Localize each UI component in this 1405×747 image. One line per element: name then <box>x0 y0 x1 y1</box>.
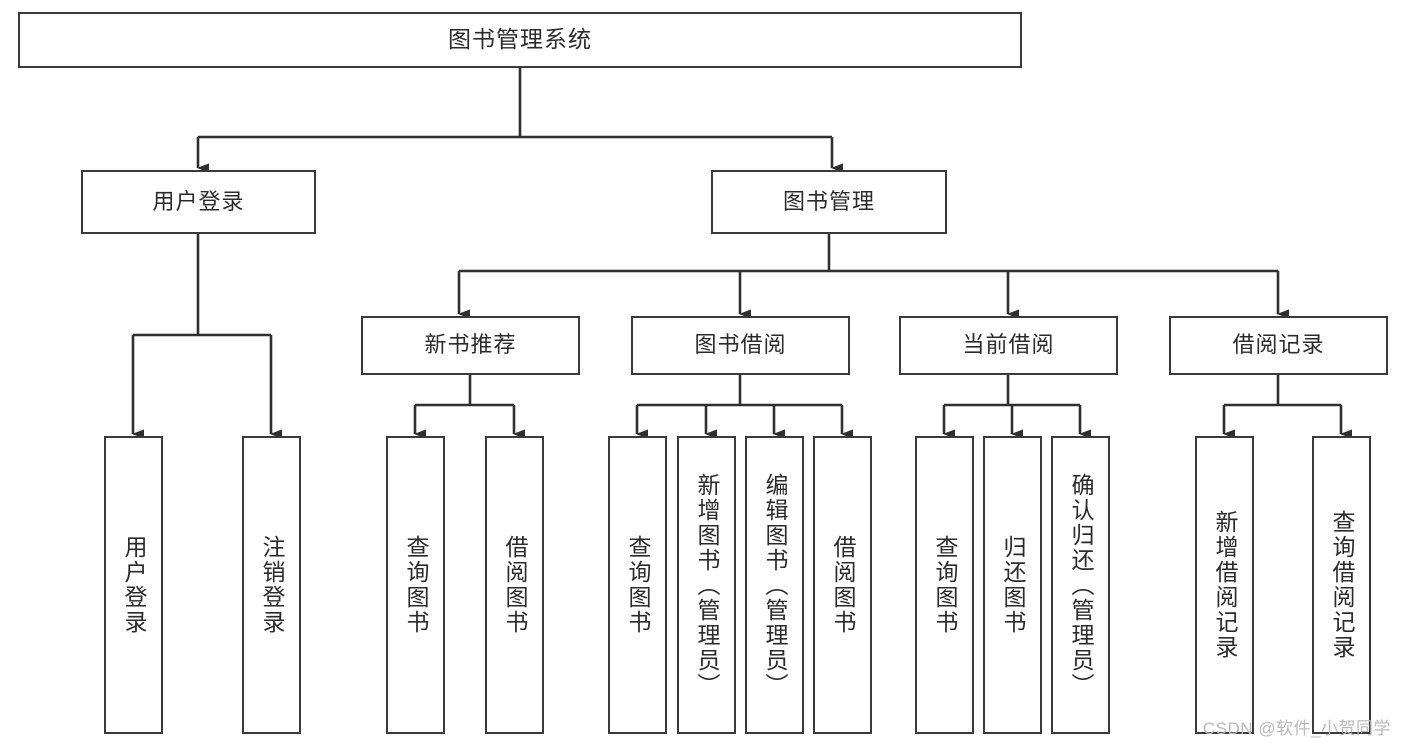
leaf-user-login-signin-label: 用户登录 <box>121 535 148 635</box>
node-current-borrow[interactable]: 当前借阅 <box>899 316 1118 375</box>
leaf-new-book-query[interactable]: 查询图书 <box>386 436 445 734</box>
leaf-current-borrow-confirm[interactable]: 确认归还（管理员） <box>1051 436 1110 734</box>
leaf-new-book-borrow-label: 借阅图书 <box>502 535 529 635</box>
leaf-user-login-signout-label: 注销登录 <box>259 535 286 635</box>
leaf-current-borrow-return-label: 归还图书 <box>1000 535 1027 635</box>
leaf-book-borrow-edit[interactable]: 编辑图书（管理员） <box>745 436 804 734</box>
leaf-borrow-record-add[interactable]: 新增借阅记录 <box>1195 436 1254 734</box>
leaf-borrow-record-query-label: 查询借阅记录 <box>1329 510 1356 660</box>
node-borrow-record-label: 借阅记录 <box>1232 332 1325 358</box>
node-current-borrow-label: 当前借阅 <box>962 332 1055 358</box>
csdn-watermark: CSDN @软件_小贺同学 <box>1202 719 1391 738</box>
node-book-borrow-label: 图书借阅 <box>694 332 787 358</box>
node-borrow-record[interactable]: 借阅记录 <box>1169 316 1388 375</box>
leaf-borrow-record-query[interactable]: 查询借阅记录 <box>1312 436 1371 734</box>
node-root-label: 图书管理系统 <box>448 26 592 53</box>
leaf-new-book-query-label: 查询图书 <box>403 535 430 635</box>
leaf-book-borrow-borrow-label: 借阅图书 <box>830 535 857 635</box>
leaf-new-book-borrow[interactable]: 借阅图书 <box>485 436 544 734</box>
leaf-current-borrow-query[interactable]: 查询图书 <box>915 436 974 734</box>
leaf-book-borrow-query[interactable]: 查询图书 <box>608 436 667 734</box>
node-book-management-label: 图书管理 <box>782 188 875 214</box>
leaf-book-borrow-edit-label: 编辑图书（管理员） <box>762 472 789 698</box>
node-user-login-label: 用户登录 <box>152 188 245 214</box>
leaf-user-login-signin[interactable]: 用户登录 <box>104 436 163 734</box>
leaf-current-borrow-confirm-label: 确认归还（管理员） <box>1068 472 1095 698</box>
node-new-book-recommend-label: 新书推荐 <box>424 332 517 358</box>
leaf-borrow-record-add-label: 新增借阅记录 <box>1212 510 1239 660</box>
node-new-book-recommend[interactable]: 新书推荐 <box>361 316 580 375</box>
leaf-current-borrow-return[interactable]: 归还图书 <box>983 436 1042 734</box>
leaf-book-borrow-borrow[interactable]: 借阅图书 <box>813 436 872 734</box>
node-user-login[interactable]: 用户登录 <box>81 170 316 234</box>
leaf-book-borrow-add[interactable]: 新增图书（管理员） <box>677 436 736 734</box>
node-book-borrow[interactable]: 图书借阅 <box>631 316 850 375</box>
leaf-book-borrow-add-label: 新增图书（管理员） <box>694 472 721 698</box>
leaf-current-borrow-query-label: 查询图书 <box>932 535 959 635</box>
node-book-management[interactable]: 图书管理 <box>711 170 947 234</box>
leaf-user-login-signout[interactable]: 注销登录 <box>242 436 301 734</box>
node-root[interactable]: 图书管理系统 <box>18 12 1022 68</box>
leaf-book-borrow-query-label: 查询图书 <box>625 535 652 635</box>
